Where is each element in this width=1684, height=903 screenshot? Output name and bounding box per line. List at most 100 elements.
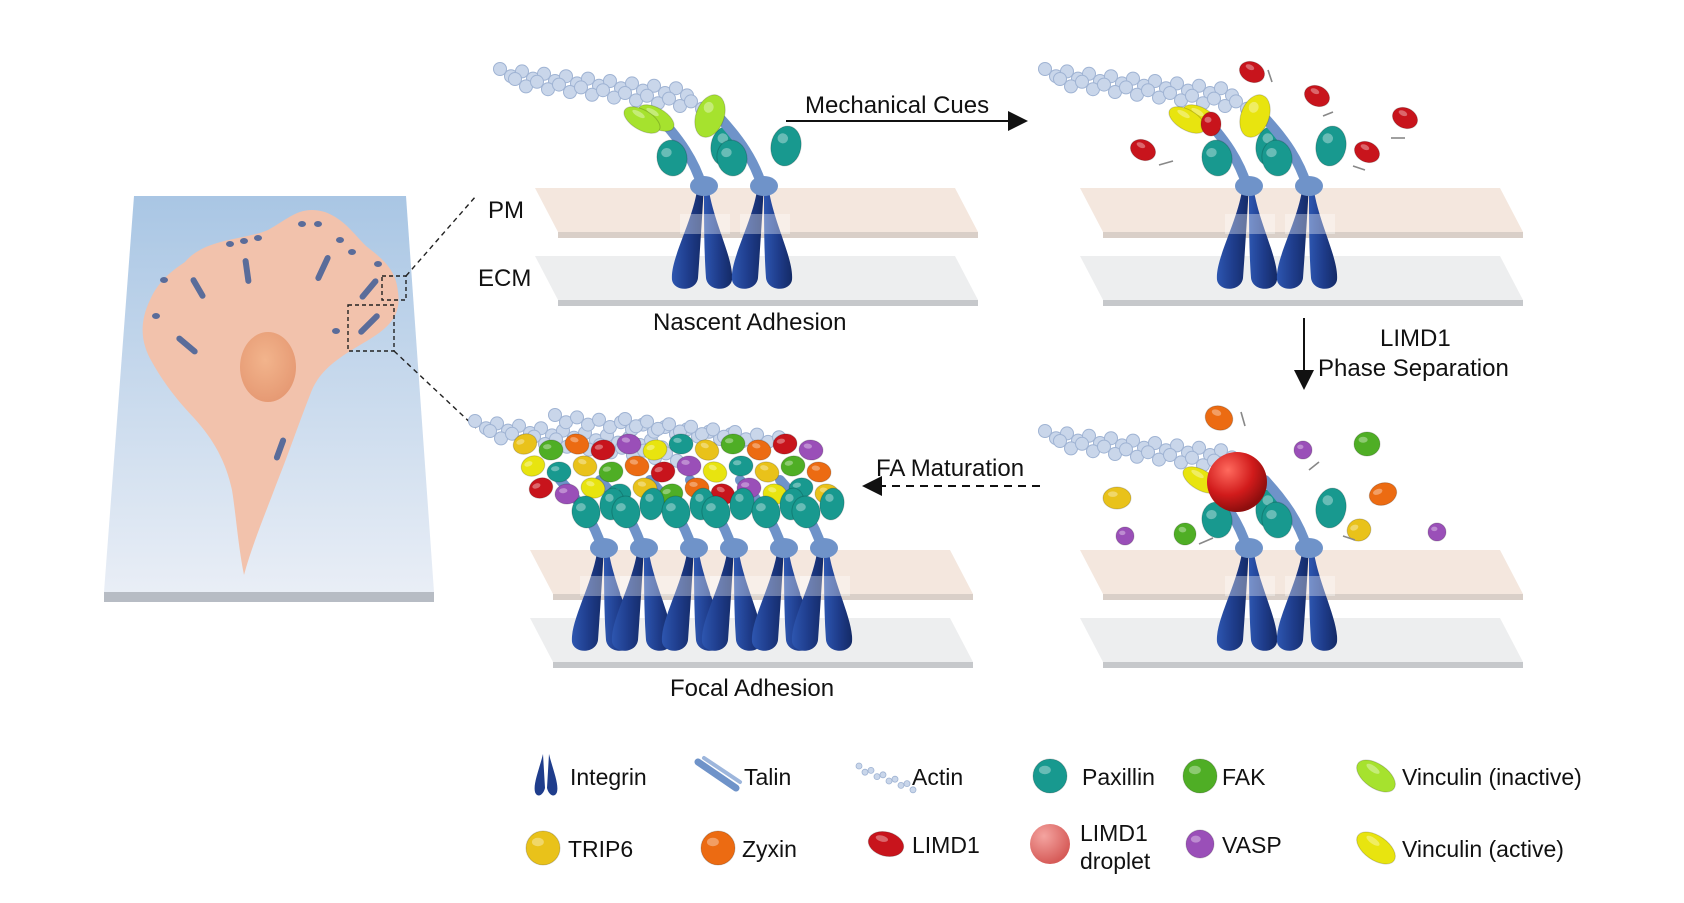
legend-label-vinculin-inactive: Vinculin (inactive): [1402, 764, 1582, 790]
adhesion-dots: [152, 221, 382, 461]
vinculin-active-icon: [1356, 831, 1396, 865]
paxillin: [701, 495, 731, 529]
trip6: [1346, 518, 1372, 542]
adhesion-protein: [754, 461, 780, 483]
adhesion-protein: [538, 439, 564, 461]
limd1-phase-label-line2: Phase Separation: [1318, 355, 1509, 382]
adhesion-protein: [798, 439, 824, 461]
paxillin: [661, 495, 691, 529]
integrin: [751, 546, 813, 651]
integrin: [671, 184, 733, 289]
cell-panel: [104, 195, 477, 602]
vinculin-inactive: [694, 94, 726, 138]
adhesion-protein: [702, 461, 728, 483]
motion-arrow: [1342, 535, 1356, 541]
paxillin: [819, 487, 845, 521]
ecm-layer-edge: [1103, 662, 1523, 668]
adhesion-protein: [616, 433, 642, 455]
legend-label-zyxin: Zyxin: [742, 836, 797, 862]
pm-label: PM: [488, 197, 524, 224]
substrate-edge: [104, 592, 434, 602]
adhesion-protein: [806, 461, 832, 483]
motion-arrow: [1198, 537, 1214, 545]
motion-arrow: [1322, 111, 1334, 117]
integrin: [791, 546, 853, 651]
legend-label-integrin: Integrin: [570, 764, 647, 790]
mechanical-cues-label: Mechanical Cues: [805, 92, 990, 119]
fak: [1353, 431, 1381, 457]
paxillin-icon: [1032, 758, 1068, 794]
legend-label-talin: Talin: [744, 764, 792, 790]
ecm-label: ECM: [478, 265, 532, 292]
zoom-line-bottom: [393, 350, 477, 429]
limd1: [1238, 60, 1266, 84]
zyxin: [1204, 405, 1234, 431]
trip6-icon-shape: [525, 830, 561, 866]
paxillin: [1315, 125, 1347, 167]
ecm-layer-edge: [558, 300, 978, 306]
ecm-layer-edge: [1103, 300, 1523, 306]
legend-label-trip6: TRIP6: [568, 836, 634, 862]
integrin: [1216, 184, 1278, 289]
adhesion-protein: [554, 483, 580, 505]
fak-icon: [1182, 758, 1218, 794]
motion-arrow: [1308, 461, 1320, 471]
limd1-shape: [867, 831, 905, 857]
legend-label-limd1-droplet-line1: LIMD1: [1080, 820, 1148, 846]
paxillin: [1261, 501, 1293, 539]
limd1: [1353, 140, 1381, 164]
limd1: [1200, 111, 1222, 137]
paxillin-icon-shape: [1032, 758, 1068, 794]
limd1-droplet: [1207, 452, 1267, 512]
vasp-icon: [1185, 829, 1215, 859]
zoom-line-top: [405, 195, 477, 277]
vinculin-active: [1239, 94, 1271, 138]
integrin: [1276, 546, 1338, 651]
adhesion-protein: [780, 455, 806, 477]
motion-arrow: [1267, 69, 1273, 83]
paxillin: [611, 495, 641, 529]
ecm-layer-edge: [553, 662, 973, 668]
panel-phase-separation: [1038, 405, 1523, 668]
adhesion-protein: [720, 433, 746, 455]
trip6: [1102, 486, 1132, 510]
zyxin: [1368, 482, 1398, 506]
limd1-droplet-icon: [1030, 824, 1070, 864]
limd1: [1303, 84, 1331, 108]
adhesion-protein: [650, 461, 676, 483]
actin-icon: [855, 762, 917, 794]
adhesion-protein: [772, 433, 798, 455]
talin: [1260, 475, 1323, 558]
adhesion-protein: [598, 461, 624, 483]
zoom-box-large: [347, 304, 395, 352]
adhesion-protein: [528, 477, 554, 499]
fak: [1173, 522, 1197, 546]
adhesion-protein: [520, 455, 546, 477]
paxillin: [751, 495, 781, 529]
talin-icon: [694, 756, 742, 792]
legend-label-actin: Actin: [912, 764, 964, 790]
adhesion-protein: [512, 433, 538, 455]
adhesion-protein: [564, 433, 590, 455]
legend-label-vinculin-active: Vinculin (active): [1402, 836, 1564, 862]
motion-arrow: [1352, 165, 1366, 171]
panel-focal-adhesion: [468, 408, 973, 668]
adhesion-protein: [546, 461, 572, 483]
adhesion-protein: [590, 439, 616, 461]
integrin: [1216, 546, 1278, 651]
integrin: [1276, 184, 1338, 289]
legend-label-fak: FAK: [1222, 764, 1266, 790]
adhesion-protein: [642, 439, 668, 461]
zyxin-icon-shape: [700, 830, 736, 866]
panel-nascent-adhesion: [493, 62, 978, 306]
actin-filament: [1053, 434, 1254, 478]
adhesion-protein: [572, 455, 598, 477]
paxillin: [1315, 487, 1347, 529]
fak-icon-shape: [1182, 758, 1218, 794]
adhesion-protein: [624, 455, 650, 477]
integrin: [731, 184, 793, 289]
adhesion-protein: [694, 439, 720, 461]
vasp: [1293, 440, 1313, 460]
vinculin-shape: [1356, 759, 1396, 793]
vasp: [1427, 522, 1447, 542]
